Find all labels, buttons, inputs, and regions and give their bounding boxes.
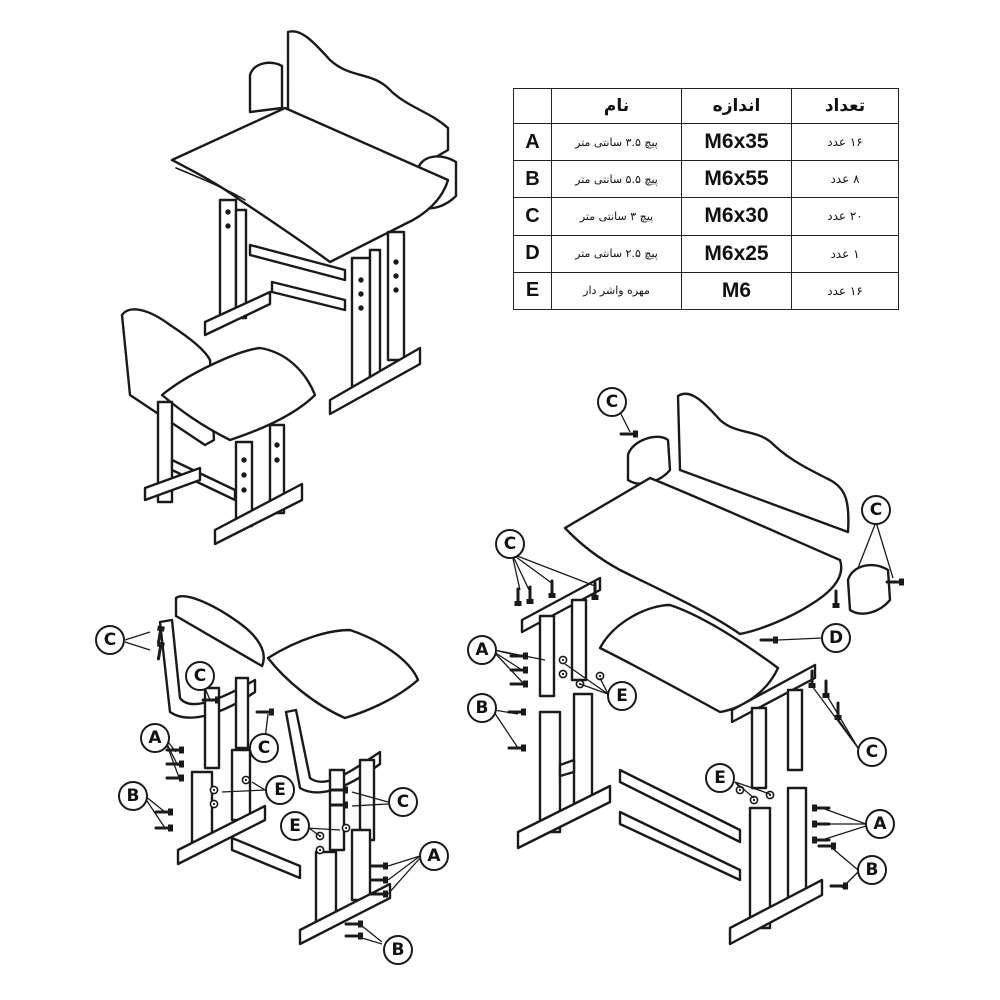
parts-table-header: نام اندازه تعداد: [513, 88, 899, 124]
callout-chair-e-left: E: [265, 775, 295, 805]
desk-leg-left: [218, 198, 238, 320]
part-name: مهره واشر دار: [551, 271, 682, 311]
assembled-chair: [120, 308, 317, 546]
svg-text:C: C: [866, 742, 878, 762]
desk-shelf: [598, 603, 780, 714]
desk-back-panel: [676, 392, 850, 534]
assembled-desk: [170, 30, 458, 416]
table-row: C پیچ ۳ سانتی متر M6x30 ۲۰ عدد: [513, 197, 899, 236]
svg-text:C: C: [606, 392, 618, 412]
desk-holes: [225, 209, 399, 311]
part-count: ۱۶ عدد: [791, 122, 899, 162]
callout-desk-a-right: A: [865, 809, 895, 839]
part-size: M6x55: [681, 160, 792, 199]
callout-desk-b-right: B: [857, 855, 887, 885]
part-letter: A: [513, 122, 552, 162]
svg-text:C: C: [397, 792, 409, 812]
svg-text:B: B: [866, 860, 879, 880]
desk-top: [563, 476, 843, 636]
part-size: M6x35: [681, 122, 792, 162]
part-count: ۱ عدد: [791, 234, 899, 273]
svg-text:D: D: [829, 628, 843, 648]
header-count: تعداد: [791, 88, 899, 124]
part-count: ۱۶ عدد: [791, 271, 899, 311]
callout-desk-e-right: E: [705, 763, 735, 793]
svg-text:C: C: [194, 666, 206, 686]
callout-chair-c-left: C: [95, 625, 125, 655]
svg-text:C: C: [258, 738, 270, 758]
callout-desk-c-top: C: [597, 387, 627, 417]
part-name: پیچ ۲.۵ سانتی متر: [551, 234, 682, 273]
table-row: B پیچ ۵.۵ سانتی متر M6x55 ۸ عدد: [513, 160, 899, 199]
callout-desk-b-left: B: [467, 693, 497, 723]
header-name: نام: [551, 88, 682, 124]
callout-chair-c-mid: C: [185, 661, 215, 691]
callout-chair-c-right-top: C: [249, 733, 279, 763]
callout-chair-a-right: A: [419, 841, 449, 871]
desk-side-panel-right: [846, 563, 892, 615]
callout-desk-d: D: [821, 623, 851, 653]
callout-chair-c-right: C: [388, 787, 418, 817]
callout-desk-a-left: A: [467, 635, 497, 665]
svg-text:B: B: [127, 786, 140, 806]
callout-chair-b-bottom: B: [383, 935, 413, 965]
svg-text:A: A: [427, 846, 441, 866]
callout-desk-c-left: C: [495, 529, 525, 559]
part-count: ۸ عدد: [791, 160, 899, 199]
svg-text:E: E: [289, 816, 301, 836]
callout-desk-e-left: E: [607, 681, 637, 711]
svg-text:C: C: [504, 534, 516, 554]
header-letter: [513, 88, 552, 124]
part-count: ۲۰ عدد: [791, 197, 899, 236]
desk-leg-front: [350, 256, 372, 388]
svg-text:C: C: [104, 630, 116, 650]
table-row: D پیچ ۲.۵ سانتی متر M6x25 ۱ عدد: [513, 234, 899, 273]
desk-exploded: [493, 392, 906, 946]
svg-text:A: A: [148, 728, 162, 748]
part-letter: B: [513, 160, 552, 199]
table-row: E مهره واشر دار M6 ۱۶ عدد: [513, 271, 899, 311]
svg-text:C: C: [870, 500, 882, 520]
desk-side-panel-left: [626, 435, 672, 485]
part-name: پیچ ۳ سانتی متر: [551, 197, 682, 236]
svg-text:E: E: [714, 768, 726, 788]
svg-text:B: B: [392, 940, 405, 960]
callout-chair-b-left: B: [118, 781, 148, 811]
part-letter: E: [513, 271, 552, 311]
header-size: اندازه: [681, 88, 792, 124]
table-row: A پیچ ۳.۵ سانتی متر M6x35 ۱۶ عدد: [513, 122, 899, 162]
svg-text:A: A: [475, 640, 489, 660]
svg-text:E: E: [274, 780, 286, 800]
svg-text:A: A: [873, 814, 887, 834]
part-size: M6: [681, 271, 792, 311]
part-letter: C: [513, 197, 552, 236]
callout-desk-c-panel: C: [861, 495, 891, 525]
chair-seat: [266, 628, 420, 720]
svg-text:B: B: [476, 698, 489, 718]
chair-exploded: [124, 595, 421, 946]
callout-chair-a-left: A: [140, 723, 170, 753]
part-size: M6x25: [681, 234, 792, 273]
part-name: پیچ ۳.۵ سانتی متر: [551, 122, 682, 162]
svg-text:E: E: [616, 686, 628, 706]
callout-chair-e-right: E: [280, 811, 310, 841]
part-size: M6x30: [681, 197, 792, 236]
chair-backrest: [174, 595, 265, 668]
parts-table: نام اندازه تعداد A پیچ ۳.۵ سانتی متر M6x…: [513, 88, 899, 311]
part-name: پیچ ۵.۵ سانتی متر: [551, 160, 682, 199]
part-letter: D: [513, 234, 552, 273]
callout-desk-c-right: C: [857, 737, 887, 767]
